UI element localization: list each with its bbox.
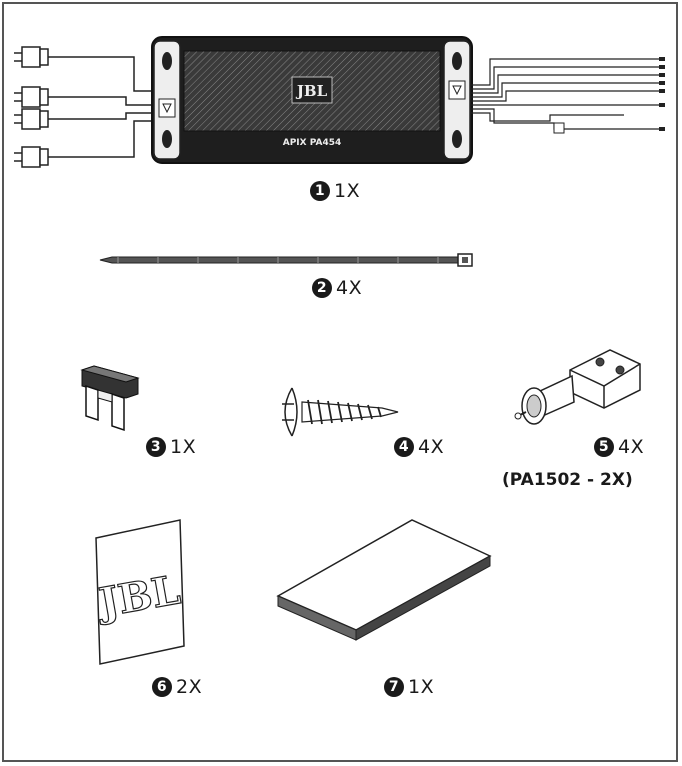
speaker-wire-harness xyxy=(470,58,664,130)
rca-connector-left xyxy=(14,108,152,130)
item-quantity: 1X xyxy=(170,436,197,458)
amplifier-illustration: JBL APIX PA454 xyxy=(14,36,665,168)
item-4-caption: 4 4X xyxy=(394,436,444,458)
screw-illustration xyxy=(282,387,399,437)
item-quantity: 4X xyxy=(336,277,363,299)
mounting-pad-illustration xyxy=(276,519,492,641)
item-number-badge: 6 xyxy=(152,677,172,697)
rca-connector-left xyxy=(14,46,152,92)
item-quantity: 4X xyxy=(618,436,645,458)
item-number-badge: 7 xyxy=(384,677,404,697)
item-number-badge: 3 xyxy=(146,437,166,457)
item-5-note: (PA1502 - 2X) xyxy=(502,470,633,490)
item-quantity: 2X xyxy=(176,676,203,698)
amplifier-brand-logo: JBL xyxy=(295,82,328,100)
amplifier-model-label: APIX PA454 xyxy=(283,138,342,148)
item-5-caption: 5 4X xyxy=(594,436,644,458)
item-7-caption: 7 1X xyxy=(384,676,434,698)
item-2-caption: 2 4X xyxy=(312,277,362,299)
item-number-badge: 4 xyxy=(394,437,414,457)
rca-connector-left xyxy=(14,120,152,168)
item-1-caption: 1 1X xyxy=(310,180,360,202)
item-quantity: 1X xyxy=(334,180,361,202)
fuse-illustration xyxy=(80,365,140,432)
rca-connector-left xyxy=(14,86,152,108)
item-quantity: 4X xyxy=(418,436,445,458)
item-number-badge: 5 xyxy=(594,437,614,457)
item-3-caption: 3 1X xyxy=(146,436,196,458)
item-quantity: 1X xyxy=(408,676,435,698)
rca-adapter-illustration xyxy=(514,349,641,425)
jbl-badge-illustration: JBL xyxy=(92,519,185,665)
item-6-caption: 6 2X xyxy=(152,676,202,698)
item-number-badge: 2 xyxy=(312,278,332,298)
cable-tie-illustration xyxy=(99,253,473,267)
item-number-badge: 1 xyxy=(310,181,330,201)
